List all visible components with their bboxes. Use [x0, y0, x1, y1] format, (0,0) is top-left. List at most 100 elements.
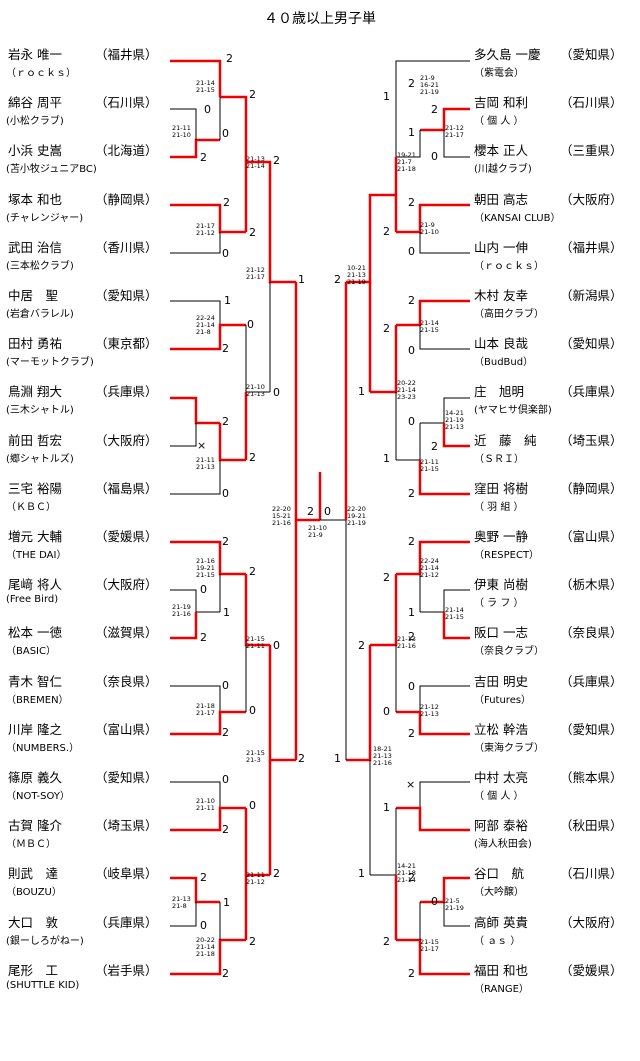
player-prefecture: （福島県）: [95, 480, 158, 496]
bracket-line: [420, 876, 470, 904]
match-result: 0: [249, 704, 256, 717]
bracket-line: [170, 938, 246, 976]
player-prefecture: （兵庫県）: [95, 914, 158, 930]
player-club: （ ラ フ ）: [474, 598, 524, 610]
player-club: （大吟醸）: [474, 887, 524, 899]
bracket-line: [170, 108, 197, 118]
player-name: 櫻本 正人: [474, 143, 528, 159]
match-result: 1: [383, 801, 390, 814]
match-result: 2: [408, 294, 415, 307]
game-score: 21-15: [246, 749, 265, 757]
game-score: 19-21: [397, 151, 416, 159]
bracket-line: [396, 299, 470, 327]
player-prefecture: （兵庫県）: [95, 384, 158, 400]
game-score: 21-16: [172, 610, 191, 618]
game-score: 21-16: [397, 642, 416, 650]
player-prefecture: （愛媛県）: [95, 529, 158, 544]
game-score: 21-9: [420, 74, 435, 82]
game-score: 21-10: [246, 383, 265, 391]
bracket-line: [346, 193, 396, 284]
match-result: 2: [249, 88, 256, 101]
match-result: 0: [222, 773, 229, 786]
game-score: 21-15: [420, 938, 439, 946]
match-result: 2: [273, 154, 280, 167]
game-score: 21-11: [196, 804, 215, 812]
page-title: ４０歳以上男子単: [264, 11, 376, 27]
player-club: (郷シャトルズ): [6, 453, 74, 465]
player-club: （BASIC）: [6, 646, 56, 658]
game-score: 21-9: [420, 221, 435, 229]
match-result: 0: [408, 680, 415, 693]
player-prefecture: （富山県）: [95, 721, 158, 737]
player-club: (三本松クラブ): [6, 260, 74, 272]
match-result: 0: [431, 895, 438, 908]
game-score: 22-24: [196, 314, 215, 322]
bracket-line: [170, 423, 197, 447]
match-result: 2: [383, 322, 390, 335]
player-club: (三木シャトル): [6, 405, 74, 417]
player-prefecture: （兵庫県）: [560, 384, 623, 400]
match-result: 2: [249, 935, 256, 948]
player-prefecture: （栃木県）: [560, 577, 623, 593]
match-result: 2: [222, 726, 229, 739]
match-result: 2: [334, 273, 341, 286]
match-result: 2: [408, 487, 415, 500]
match-result: 2: [408, 630, 415, 643]
bracket-line: [170, 300, 221, 325]
bracket-line: [170, 138, 220, 159]
player-prefecture: （兵庫県）: [560, 673, 623, 689]
player-name: 立松 幹浩: [474, 721, 528, 737]
player-name: 塚本 和也: [8, 191, 62, 207]
game-score: 21-14: [445, 606, 464, 614]
bracket-line: [170, 781, 221, 808]
match-result: 2: [298, 752, 305, 765]
player-prefecture: （静岡県）: [560, 480, 623, 496]
game-score: 21-18: [397, 869, 416, 877]
game-score: 21-12: [420, 703, 439, 711]
game-score: 21-11: [196, 456, 215, 464]
player-name: 大口 敦: [8, 914, 59, 930]
game-score: 21-5: [445, 897, 460, 905]
player-club: （ＫＢＣ）: [6, 501, 56, 513]
player-club: （KANSAI CLUB）: [474, 212, 561, 224]
bracket-line: [443, 130, 470, 158]
game-score: 21-11: [246, 871, 265, 879]
bracket-line: [170, 612, 198, 640]
match-result: 1: [224, 294, 231, 307]
game-score: 21-11: [172, 124, 191, 132]
match-result: ×: [406, 778, 415, 791]
game-score: 21-12: [246, 266, 265, 274]
player-name: 阿部 泰裕: [474, 818, 528, 834]
player-name: 近 藤 純: [474, 432, 537, 448]
game-score: 21-13: [420, 710, 439, 718]
player-club: （ＳＲＩ）: [474, 453, 524, 465]
player-name: 山内 一伸: [474, 239, 528, 255]
player-name: 山本 良哉: [474, 336, 528, 352]
match-result: 1: [223, 896, 230, 909]
game-score: 21-19: [420, 88, 439, 96]
player-club: （ 個 人 ）: [474, 791, 524, 802]
player-club: （東海クラブ）: [474, 742, 544, 754]
player-name: 高師 英貴: [474, 914, 528, 930]
match-result: 2: [431, 103, 438, 116]
bracket-line: [170, 806, 246, 832]
player-club: (苫小牧ジュニアBC): [6, 164, 97, 176]
player-prefecture: （愛知県）: [560, 336, 623, 352]
match-result: 2: [223, 196, 230, 209]
player-name: 伊東 尚樹: [474, 577, 528, 593]
match-result: 0: [222, 127, 229, 140]
game-score: 21-16: [373, 759, 392, 767]
player-prefecture: （大阪府）: [560, 914, 623, 930]
game-score: 20-22: [397, 379, 416, 387]
player-name: 福田 和也: [474, 962, 528, 978]
match-result: 1: [408, 606, 415, 619]
bracket-line: [170, 59, 222, 97]
game-score: 14-21: [445, 409, 464, 417]
game-score: 21-17: [196, 709, 215, 717]
player-club: （奈良クラブ）: [474, 646, 544, 658]
game-score: 21-19: [445, 416, 464, 424]
game-score: 21-12: [420, 571, 439, 579]
match-result: 2: [200, 871, 207, 884]
player-club: (岩倉バラレル): [6, 309, 74, 320]
player-prefecture: （熊本県）: [560, 770, 623, 785]
